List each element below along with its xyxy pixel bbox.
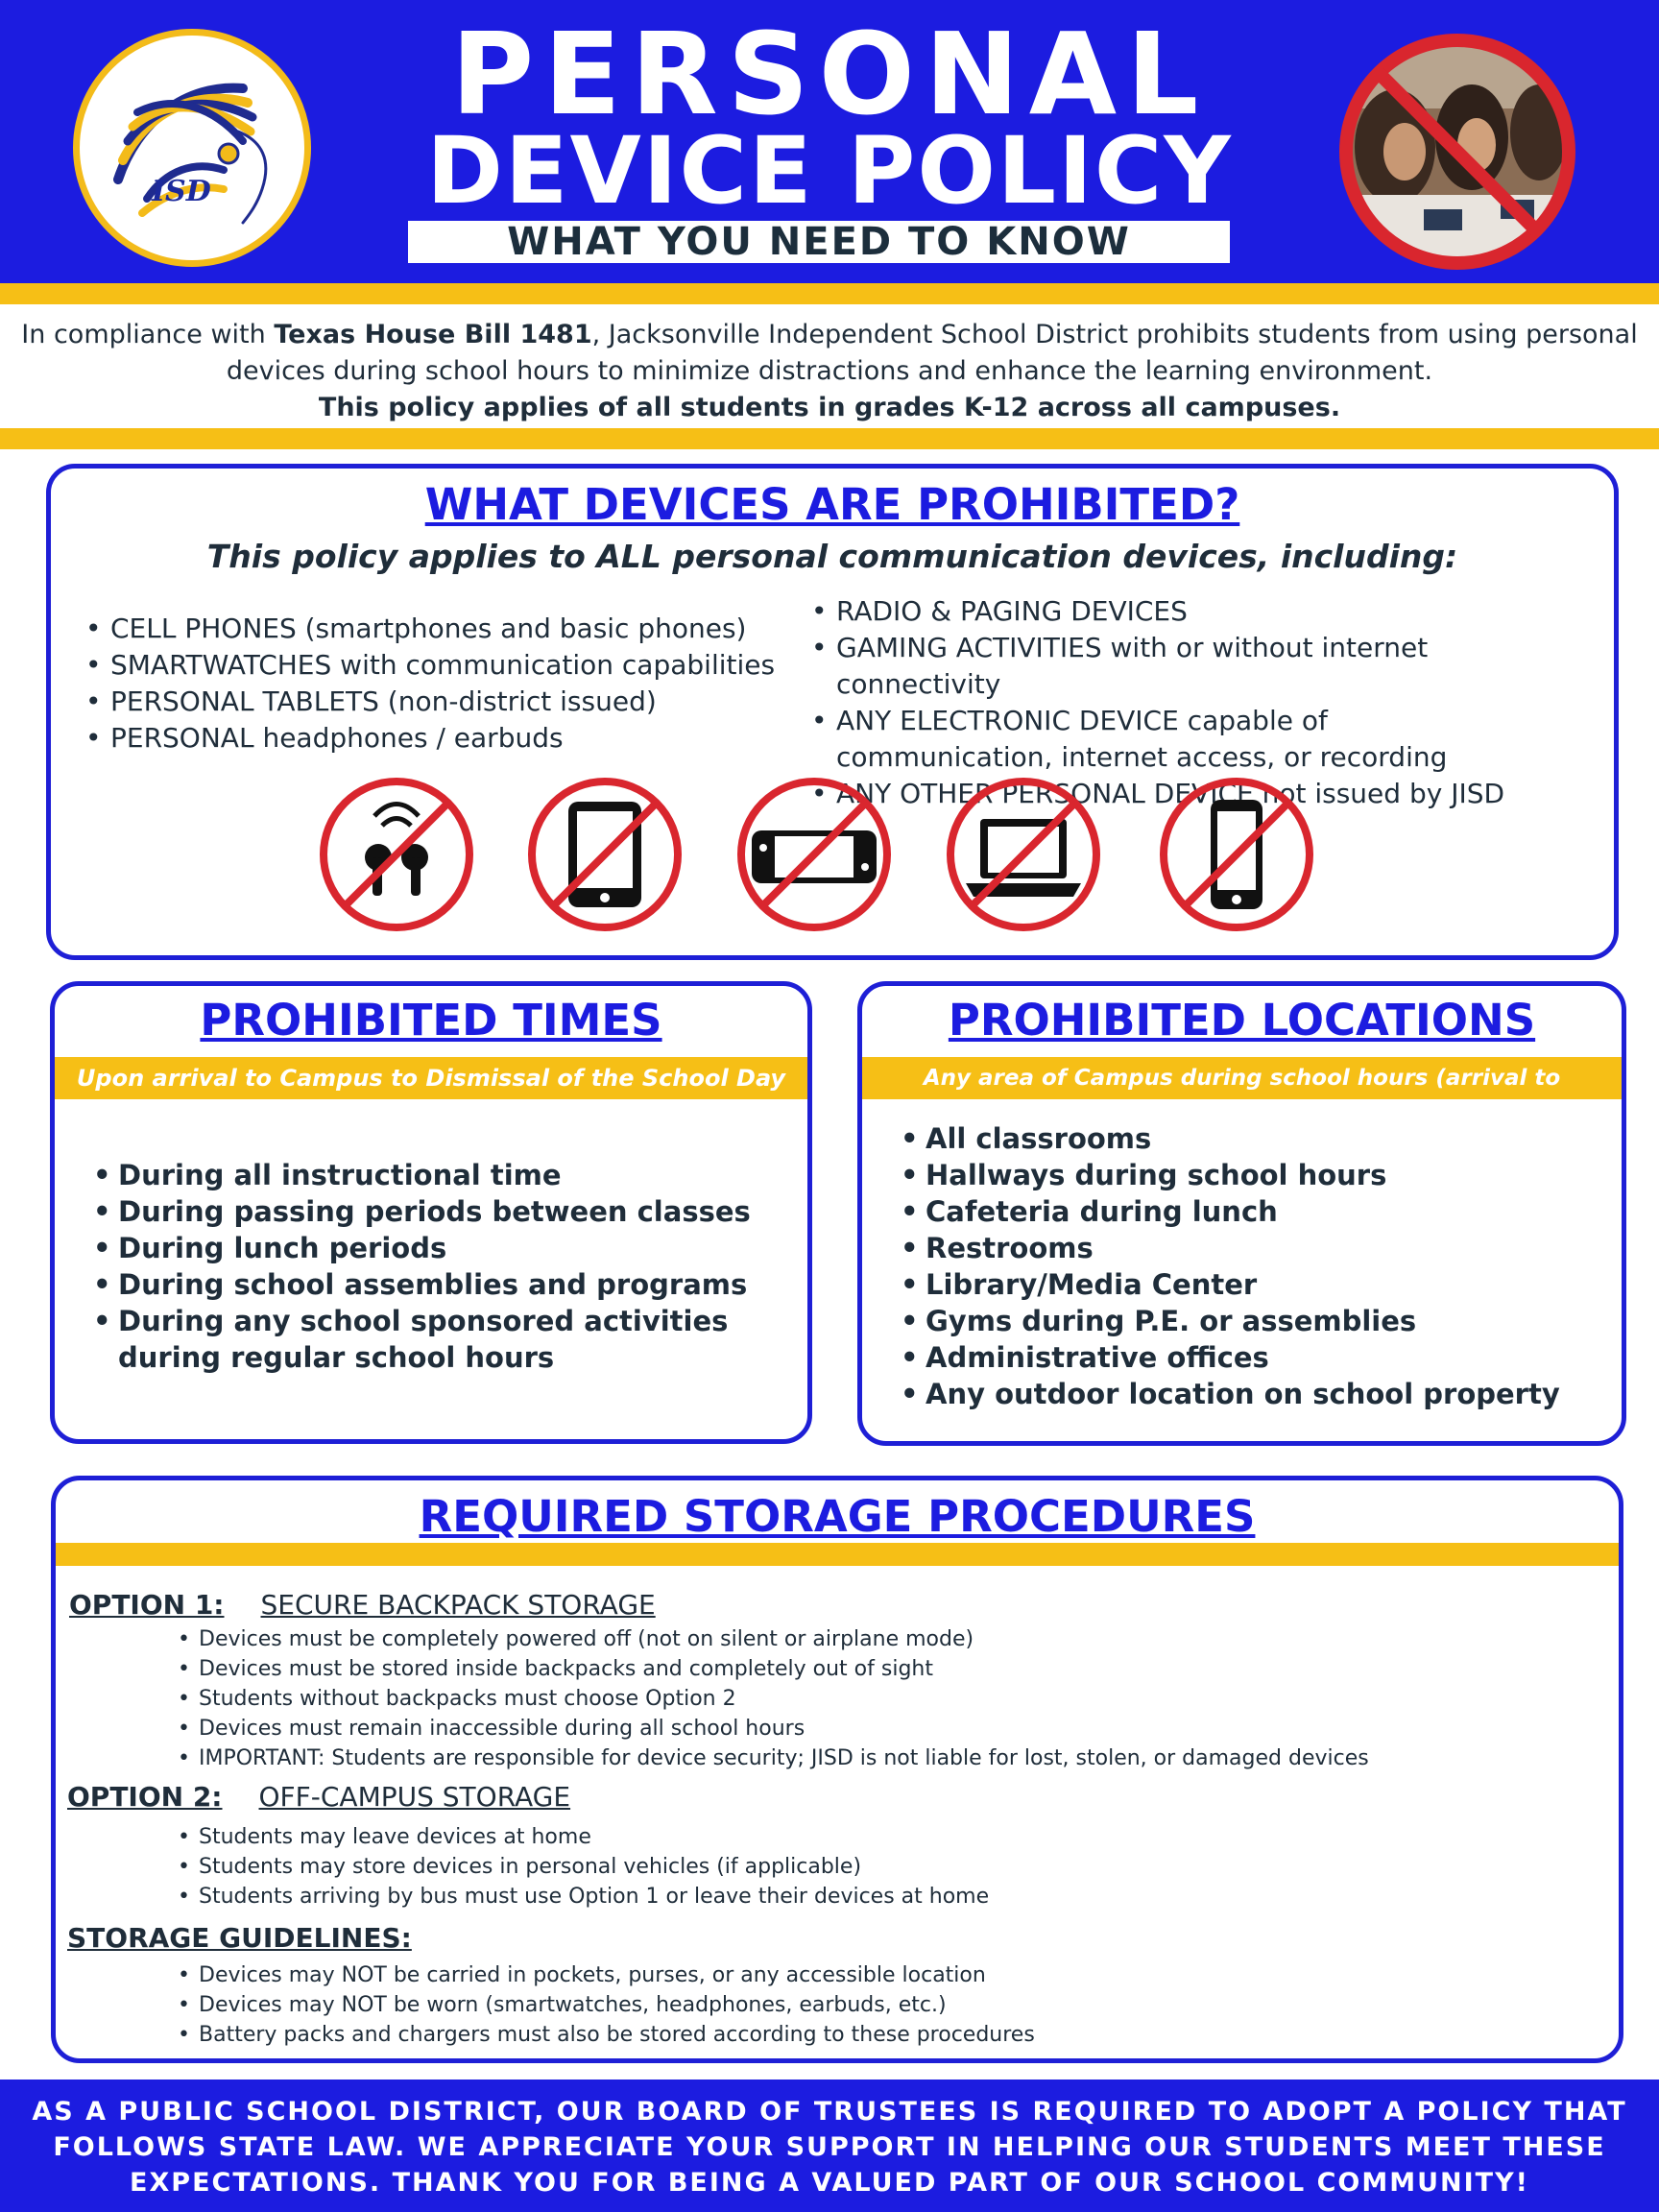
list-item: Any outdoor location on school property — [897, 1376, 1607, 1412]
district-logo — [73, 29, 311, 267]
list-item: Students may store devices in personal v… — [174, 1852, 1595, 1882]
option2-label: OPTION 2: — [67, 1781, 223, 1813]
option1-heading: OPTION 1: SECURE BACKPACK STORAGE — [69, 1589, 656, 1621]
footer-banner: AS A PUBLIC SCHOOL DISTRICT, OUR BOARD O… — [0, 2080, 1659, 2212]
list-item: RADIO & PAGING DEVICES — [807, 593, 1595, 630]
list-item: Students may leave devices at home — [174, 1822, 1595, 1852]
no-phones-photo-icon — [1339, 34, 1575, 270]
storage-heading: REQUIRED STORAGE PROCEDURES — [419, 1491, 1256, 1542]
list-item: Students arriving by bus must use Option… — [174, 1882, 1595, 1911]
no-tablet-icon — [528, 778, 682, 931]
option2-title: OFF-CAMPUS STORAGE — [258, 1781, 571, 1813]
list-item: Administrative offices — [897, 1339, 1607, 1376]
option1-list: Devices must be completely powered off (… — [174, 1624, 1595, 1773]
storage-gold-band — [56, 1543, 1619, 1566]
intro-bill: Texas House Bill 1481 — [274, 320, 592, 349]
list-item: ANY OTHER PERSONAL DEVICE not issued by … — [807, 776, 1595, 812]
list-item: SMARTWATCHES with communication capabili… — [82, 647, 811, 684]
no-earbuds-icon — [320, 778, 473, 931]
no-game-console-icon — [737, 778, 891, 931]
list-item: Battery packs and chargers must also be … — [174, 2020, 1595, 2050]
guidelines-list: Devices may NOT be carried in pockets, p… — [174, 1960, 1595, 2050]
students-with-phones-prohibited-image — [1337, 32, 1577, 272]
list-item: Devices must be stored inside backpacks … — [174, 1654, 1595, 1684]
list-item: GAMING ACTIVITIES with or without intern… — [807, 630, 1595, 703]
list-item: IMPORTANT: Students are responsible for … — [174, 1743, 1595, 1773]
option2-list: Students may leave devices at home Stude… — [174, 1822, 1595, 1911]
no-phone-icon — [1160, 778, 1313, 931]
times-heading: PROHIBITED TIMES — [200, 995, 662, 1046]
gold-divider-bottom — [0, 428, 1659, 449]
list-item: Devices must be completely powered off (… — [174, 1624, 1595, 1654]
list-item: Restrooms — [897, 1230, 1607, 1266]
intro-text: In compliance with Texas House Bill 1481… — [0, 317, 1659, 426]
logo-text: ISD — [152, 175, 211, 208]
list-item: Devices must remain inaccessible during … — [174, 1714, 1595, 1743]
devices-list-right: RADIO & PAGING DEVICES GAMING ACTIVITIES… — [807, 593, 1595, 812]
list-item: Gyms during P.E. or assemblies — [897, 1303, 1607, 1339]
list-item: Students without backpacks must choose O… — [174, 1684, 1595, 1714]
list-item: During any school sponsored activities d… — [89, 1303, 781, 1376]
devices-subheading: This policy applies to ALL personal comm… — [206, 538, 1458, 575]
list-item: ANY ELECTRONIC DEVICE capable of communi… — [807, 703, 1547, 776]
list-item: Cafeteria during lunch — [897, 1193, 1607, 1230]
locations-heading: PROHIBITED LOCATIONS — [948, 995, 1536, 1046]
title-line-2: DEVICE POLICY — [426, 117, 1233, 225]
option2-heading: OPTION 2: OFF-CAMPUS STORAGE — [67, 1781, 570, 1813]
footer-line3: EXPECTATIONS. THANK YOU FOR BEING A VALU… — [130, 2168, 1529, 2198]
list-item: PERSONAL TABLETS (non-district issued) — [82, 684, 811, 720]
indian-head-logo-icon — [113, 83, 268, 225]
list-item: Devices may NOT be worn (smartwatches, h… — [174, 1990, 1595, 2020]
devices-list-left: CELL PHONES (smartphones and basic phone… — [82, 611, 811, 757]
prohibited-locations-section: PROHIBITED LOCATIONS Any area of Campus … — [857, 981, 1626, 1446]
guidelines-heading: STORAGE GUIDELINES: — [67, 1922, 412, 1954]
gold-divider-top — [0, 283, 1659, 304]
intro-part2: , Jacksonville Independent School Distri… — [591, 320, 1638, 349]
intro-part1: In compliance with — [21, 320, 275, 349]
times-band: Upon arrival to Campus to Dismissal of t… — [55, 1057, 807, 1099]
title-line-1: PERSONAL — [450, 8, 1209, 140]
storage-procedures-section: REQUIRED STORAGE PROCEDURES OPTION 1: SEC… — [51, 1476, 1623, 2063]
subtitle: WHAT YOU NEED TO KNOW — [408, 221, 1230, 263]
locations-list: All classrooms Hallways during school ho… — [897, 1120, 1607, 1412]
list-item: Hallways during school hours — [897, 1157, 1607, 1193]
footer-line2: FOLLOWS STATE LAW. WE APPRECIATE YOUR SU… — [53, 2132, 1606, 2162]
intro-line3: This policy applies of all students in g… — [318, 393, 1341, 422]
footer-line1: AS A PUBLIC SCHOOL DISTRICT, OUR BOARD O… — [32, 2097, 1627, 2127]
times-list: During all instructional time During pas… — [89, 1157, 781, 1376]
locations-band: Any area of Campus during school hours (… — [862, 1057, 1622, 1133]
option1-title: SECURE BACKPACK STORAGE — [260, 1589, 656, 1621]
option1-label: OPTION 1: — [69, 1589, 225, 1621]
list-item: Devices may NOT be carried in pockets, p… — [174, 1960, 1595, 1990]
devices-heading: WHAT DEVICES ARE PROHIBITED? — [424, 479, 1240, 530]
no-laptop-icon — [947, 778, 1100, 931]
prohibited-times-section: PROHIBITED TIMES Upon arrival to Campus … — [50, 981, 812, 1444]
list-item: During lunch periods — [89, 1230, 781, 1266]
list-item: During all instructional time — [89, 1157, 781, 1193]
list-item: Library/Media Center — [897, 1266, 1607, 1303]
list-item: All classrooms — [897, 1120, 1607, 1157]
intro-line2: devices during school hours to minimize … — [226, 356, 1433, 386]
list-item: During school assemblies and programs — [89, 1266, 781, 1303]
list-item: During passing periods between classes — [89, 1193, 781, 1230]
list-item: CELL PHONES (smartphones and basic phone… — [82, 611, 811, 647]
list-item: PERSONAL headphones / earbuds — [82, 720, 811, 757]
devices-section: WHAT DEVICES ARE PROHIBITED? This policy… — [46, 464, 1619, 960]
